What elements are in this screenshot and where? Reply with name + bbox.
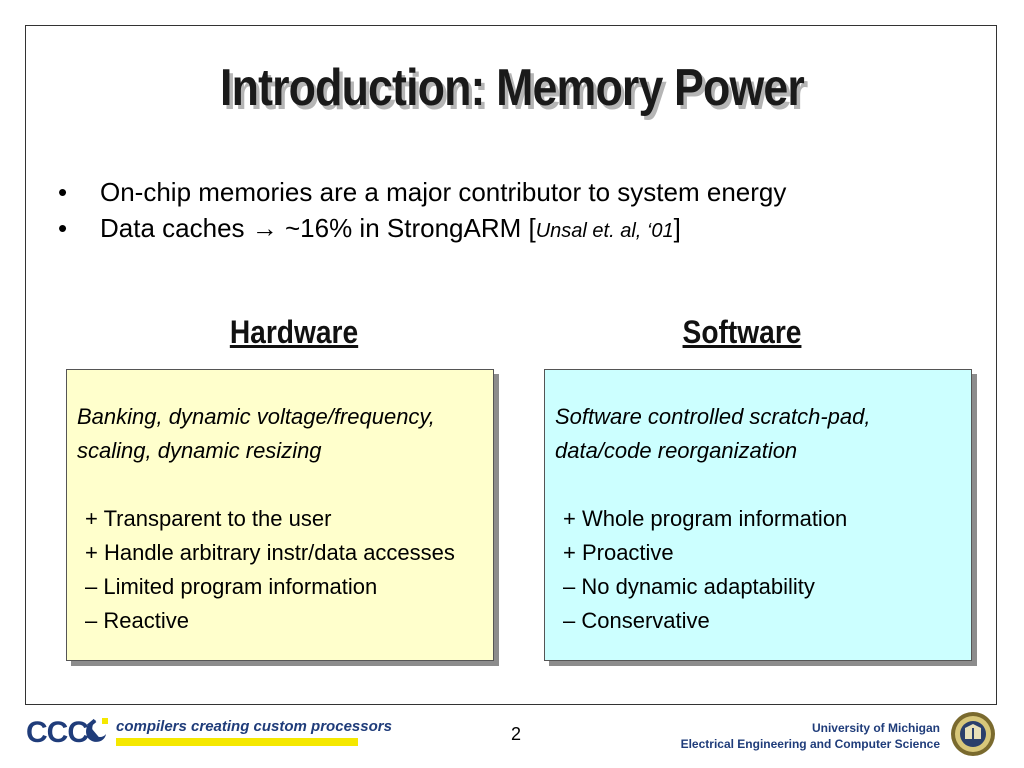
bullet-item: • On-chip memories are a major contribut… xyxy=(58,174,958,210)
list-item: – Limited program information xyxy=(85,574,378,599)
university-seal-icon xyxy=(951,712,995,756)
hardware-points: + Transparent to the user + Handle arbit… xyxy=(77,502,483,638)
list-item: – Conservative xyxy=(563,608,710,633)
list-item: + Whole program information xyxy=(563,506,848,531)
software-description: Software controlled scratch-pad, data/co… xyxy=(555,400,961,468)
bullet-text-continued: ~16% in StrongARM [ xyxy=(277,213,536,243)
software-heading: Software xyxy=(682,314,802,350)
description-line: scaling, dynamic resizing xyxy=(77,438,322,463)
slide-frame xyxy=(25,25,997,705)
description-line: Banking, dynamic voltage/frequency, xyxy=(77,404,435,429)
hardware-box: Banking, dynamic voltage/frequency, scal… xyxy=(66,369,494,661)
arrow-right-icon: → xyxy=(251,213,278,243)
tagline-underline xyxy=(116,738,358,746)
list-item: – Reactive xyxy=(85,608,189,633)
slide-title: Introduction: Memory Power xyxy=(220,59,805,117)
university-credit: University of Michigan Electrical Engine… xyxy=(681,720,940,752)
description-line: data/code reorganization xyxy=(555,438,798,463)
hammer-sickle-icon xyxy=(86,718,108,742)
bullet-marker: • xyxy=(58,177,68,207)
bullet-text: On-chip memories are a major contributor… xyxy=(100,177,787,207)
software-points: + Whole program information + Proactive … xyxy=(555,502,961,638)
description-line: Software controlled scratch-pad, xyxy=(555,404,871,429)
list-item: – No dynamic adaptability xyxy=(563,574,815,599)
tagline: compilers creating custom processors xyxy=(116,718,392,735)
page-number: 2 xyxy=(510,724,521,744)
list-item: + Handle arbitrary instr/data accesses xyxy=(85,540,455,565)
list-item: + Transparent to the user xyxy=(85,506,332,531)
ccc-logo: CCC xyxy=(26,716,89,749)
department-name: Electrical Engineering and Computer Scie… xyxy=(680,737,940,751)
bullet-list: • On-chip memories are a major contribut… xyxy=(58,174,958,246)
citation: Unsal et. al, ‘01 xyxy=(535,220,674,242)
citation-close: ] xyxy=(673,213,681,243)
bullet-marker: • xyxy=(58,213,68,243)
bullet-item: • Data caches → ~16% in StrongARM [Unsal… xyxy=(58,210,958,246)
hardware-heading: Hardware xyxy=(229,314,359,350)
list-item: + Proactive xyxy=(563,540,674,565)
software-box: Software controlled scratch-pad, data/co… xyxy=(544,369,972,661)
bullet-text: Data caches xyxy=(100,213,252,243)
university-name: University of Michigan xyxy=(811,721,940,735)
hardware-description: Banking, dynamic voltage/frequency, scal… xyxy=(77,400,483,468)
